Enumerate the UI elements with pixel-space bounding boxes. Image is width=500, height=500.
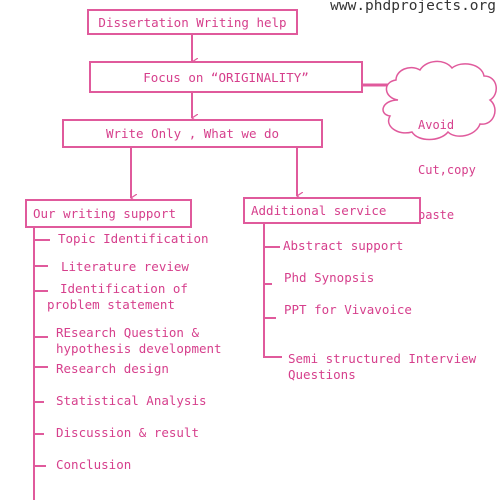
dissertation-writing-help-box: Dissertation Writing help (87, 9, 298, 35)
additional-service-box: Additional service (243, 197, 421, 224)
focus-originality-box: Focus on “ORIGINALITY” (89, 61, 363, 93)
dissertation-writing-help-label: Dissertation Writing help (98, 14, 287, 30)
right-item-ppt-vivavoice: PPT for Vivavoice (284, 302, 412, 317)
left-item-discussion-result: Discussion & result (56, 425, 199, 440)
left-item-problem-statement-line-1: Identification of (60, 281, 188, 296)
cloud-line-3: paste (418, 208, 455, 222)
left-item-statistical-analysis: Statistical Analysis (56, 393, 207, 408)
left-item-literature-review: Literature review (61, 259, 189, 274)
our-writing-support-box: Our writing support (25, 199, 192, 228)
right-item-abstract-support: Abstract support (283, 238, 404, 253)
additional-service-label: Additional service (251, 203, 387, 218)
left-item-topic-identification: Topic Identification (58, 231, 209, 246)
left-item-conclusion: Conclusion (56, 457, 132, 472)
left-item-research-question: REsearch Question & hypothesis developme… (56, 325, 222, 356)
write-only-label: Write Only , What we do (105, 126, 280, 141)
cloud-line-2: Cut,copy (418, 163, 476, 177)
focus-originality-label: Focus on “ORIGINALITY” (143, 69, 309, 85)
our-writing-support-label: Our writing support (33, 206, 176, 221)
cloud-label: Avoid Cut,copy paste (418, 88, 476, 253)
cloud-line-1: Avoid (418, 118, 455, 132)
cloud-shape (382, 60, 497, 141)
right-item-phd-synopsis: Phd Synopsis (284, 270, 375, 285)
left-item-research-design: Research design (56, 361, 169, 376)
right-item-semi-structured-interview: Semi structured Interview Questions (288, 351, 477, 382)
left-item-problem-statement-line-2: problem statement (47, 297, 175, 312)
write-only-box: Write Only , What we do (62, 119, 323, 148)
watermark: www.phdprojects.org (330, 0, 496, 14)
